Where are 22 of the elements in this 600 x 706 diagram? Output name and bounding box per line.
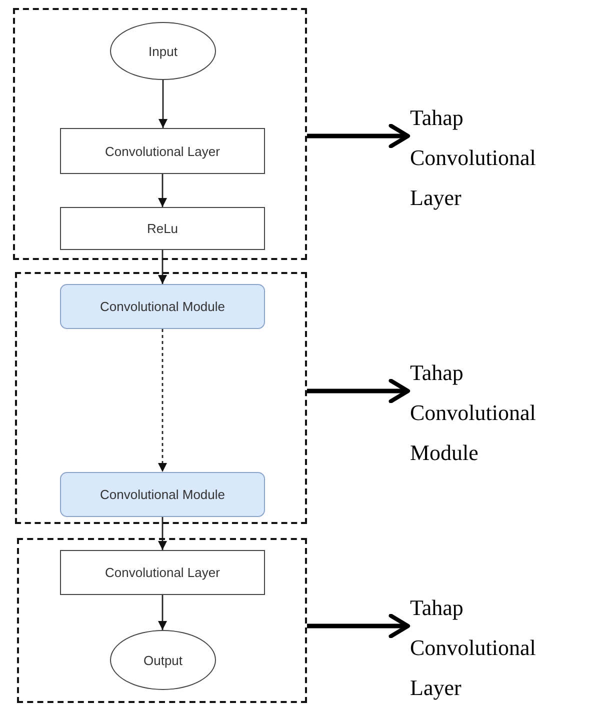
arrow (158, 250, 167, 284)
module-box: Convolutional Module (60, 472, 265, 517)
arrow (158, 595, 167, 630)
arrow (307, 378, 410, 404)
process-box: ReLu (60, 207, 265, 250)
stage-label: Tahap Convolutional Module (410, 353, 590, 473)
terminal-ellipse: Input (110, 22, 216, 80)
arrow (158, 80, 168, 128)
module-box: Convolutional Module (60, 284, 265, 329)
terminal-ellipse: Output (110, 630, 216, 690)
dashed-group-box (17, 538, 307, 703)
process-box: Convolutional Layer (60, 550, 265, 595)
process-box: Convolutional Layer (60, 128, 265, 174)
arrow (158, 329, 167, 472)
stage-label: Tahap Convolutional Layer (410, 588, 590, 706)
arrow (158, 174, 167, 207)
arrow (307, 614, 410, 638)
dashed-group-box (13, 8, 307, 260)
dashed-group-box (15, 272, 307, 524)
arrow (307, 124, 410, 148)
arrow (158, 517, 167, 550)
stage-label: Tahap Convolutional Layer (410, 98, 590, 218)
